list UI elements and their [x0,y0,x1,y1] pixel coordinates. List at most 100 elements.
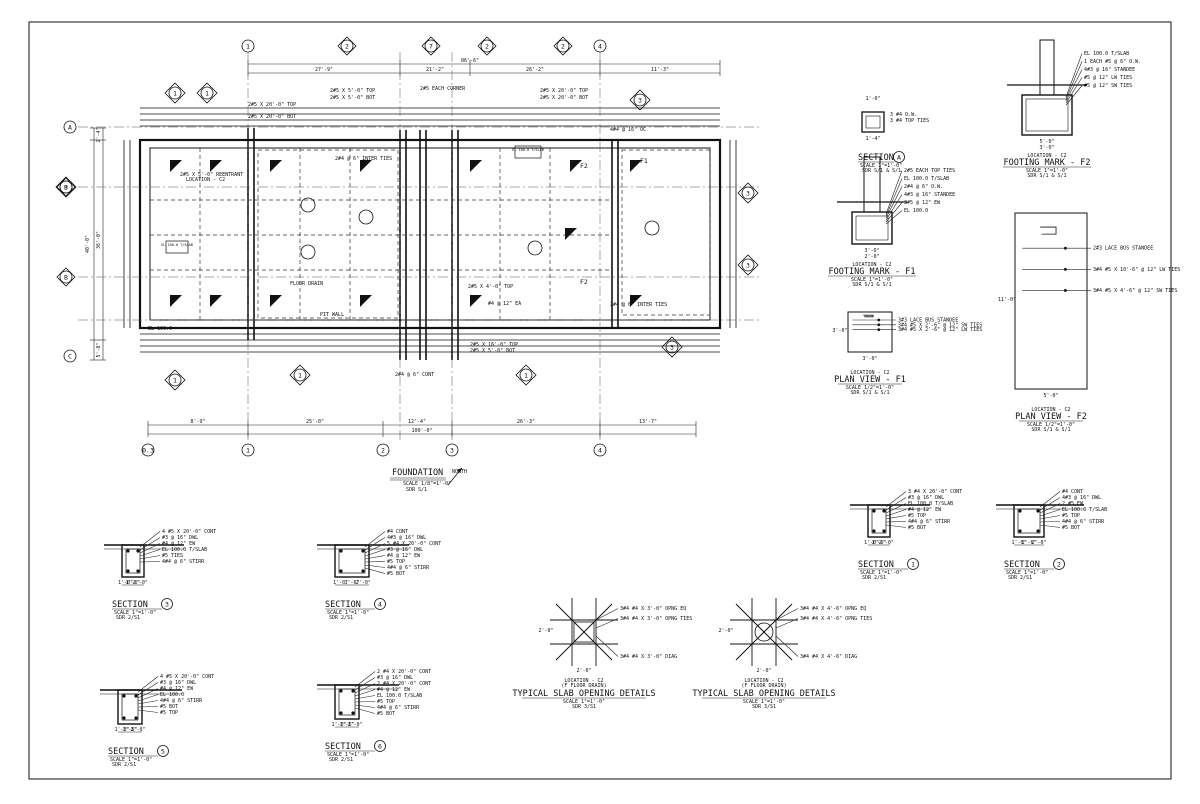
grid-bubble-circle [445,443,459,457]
leader-line [885,194,903,221]
section-note: EL 100.0 [160,692,184,698]
marker-label: 1 [173,90,177,98]
hook-bar [1040,226,1057,235]
overall-bottom-dim: 100'-0" [411,428,432,434]
section-note: 3 #4 X 20'-0" CONT [908,489,962,495]
marker-label: 1 [524,372,528,380]
plan-view-note: 3#4 #5 X 4'-6" @ 12" SW TIES [1093,288,1177,294]
section-number: 2 [1057,561,1061,569]
plan-note: 2#4 @ 6" CONT [395,372,434,378]
footing-dim: 3'-0" [864,248,879,254]
plan-note: 2#5 X 4'-0" TOP [468,284,513,290]
grid-bubble-diamond [337,36,357,56]
plan-note: 2#5 X 5'-0" REENTRANT [180,172,243,178]
plan-view-scale: SCALE 1/2"=1'-0" [1027,422,1075,428]
marker-label: 3 [746,190,750,198]
section-number: 3 [165,601,169,609]
section-scale: SCALE 1"=1'-0" [1006,570,1048,576]
bottom-dim: 13'-7" [639,419,657,425]
footing-mat [1025,98,1069,132]
plan-note: 2#5 X 20'-0" TOP [248,102,296,108]
leader-line [885,491,907,508]
opening-scale: SCALE 1"=1'-0" [563,699,605,705]
section-number-circle [1053,558,1065,570]
north-arrow-icon [447,467,463,486]
bottom-dim: 12'-4" [408,419,426,425]
footing-note: 4#3 @ 16" STANDEE [904,192,955,198]
plan-note: EL 100.0 [148,326,172,332]
marker-circle [741,186,755,200]
grid-bubble-circle [63,120,77,134]
section-number-circle [907,558,919,570]
opening-note: 3#4 #4 X 4'-6" OPNG EQ [800,606,866,612]
section-note: #5 BOT [908,525,926,531]
opening-note: 3#4 #4 X 4'-6" OPNG TIES [800,616,872,622]
opening-location: LOCATION - C2 [564,678,603,684]
section-number: 5 [161,748,165,756]
grid-bubble-bottom: 3 [445,443,459,457]
section-dim: 1'-4" [865,136,880,142]
section-number-circle [157,745,169,757]
grid-bubble-bottom: 4 [593,443,607,457]
section-scale: SCALE 1"=1'-0" [327,752,369,758]
section-note: 4#3 @ 16" DWL [1062,495,1101,501]
section-dim: 1'-6" [339,722,354,728]
section-dim: 1'-0" [864,540,879,546]
leader-line [137,706,159,708]
footing-label: F2 [580,278,588,286]
section-number: 4 [378,601,382,609]
leader-line [137,700,159,705]
rebar-dot [877,323,881,327]
rebar-dot [361,569,365,573]
marker-circle [200,86,214,100]
leader-line [775,618,799,629]
top-dim: 21'-2" [426,67,444,73]
grid-bubble-bottom: 2 [376,443,390,457]
section-note: #5 TOP [377,699,395,705]
opening-note: 3#4 #4 X 3'-0" OPNG EQ [620,606,686,612]
plan-note: 2#5 X 5'-0" TOP [330,88,375,94]
grid-bubble-left: C [63,349,77,363]
rebar-dot [877,328,881,331]
leader-line [354,695,376,700]
opening-dim: 2'-0" [718,628,733,634]
section-number-circle [374,740,386,752]
section-note: #4 @ 12" EW [377,687,411,693]
plan-view-ref: SDR S/1 & S/1 [850,390,889,396]
plan-note: 2#5 EACH CORNER [420,86,466,92]
foundation-plan: 86'-6" 27'-9" 21'-2" 26'-2" 11'-3" 40'-0… [55,36,760,493]
section-note: 4#4 @ 6" STIRR [908,519,951,525]
footing-note: 2#5 EACH TOP TIES [904,168,955,174]
marker-diamond [55,176,77,198]
rebar-dot [339,711,343,715]
section-number-circle [161,598,173,610]
plan-view-note: 3#4 #5 X 2'-6" @ 12" SW TIES [898,322,982,328]
rebar-dot [122,716,126,720]
leader-line [885,521,907,523]
footing-dim: 3'-0" [1039,145,1054,151]
grid-bubble-circle [556,39,570,53]
top-dim: 26'-2" [526,67,544,73]
section-number-circle [374,598,386,610]
section-dim: 1'-6" [344,580,359,586]
section-scale: SCALE 1"=1'-0" [110,757,152,763]
section-dim: 1'-6" [1021,540,1036,546]
section-note: EL 100.0 T/SLAB [377,693,422,699]
marker-label: 1 [205,90,209,98]
bottom-dim: 26'-3" [517,419,535,425]
marker-circle [168,86,182,100]
footing-outline [851,211,893,245]
section-scale: SCALE 1"=1'-0" [327,610,369,616]
section-note: 4#4 @ 6" STIRR [162,559,205,565]
beam-outline [334,544,370,578]
rebar-dot [1064,267,1067,271]
rebar-dot [872,529,876,533]
marker-diamond [515,364,537,386]
section-note: 2 #4 X 20'-0" CONT [377,669,431,675]
footing-ref: SDR S/1 & S/1 [852,282,891,288]
section-note: #5 BOT [387,571,405,577]
section-note: #4 @ 12" EW [162,541,196,547]
